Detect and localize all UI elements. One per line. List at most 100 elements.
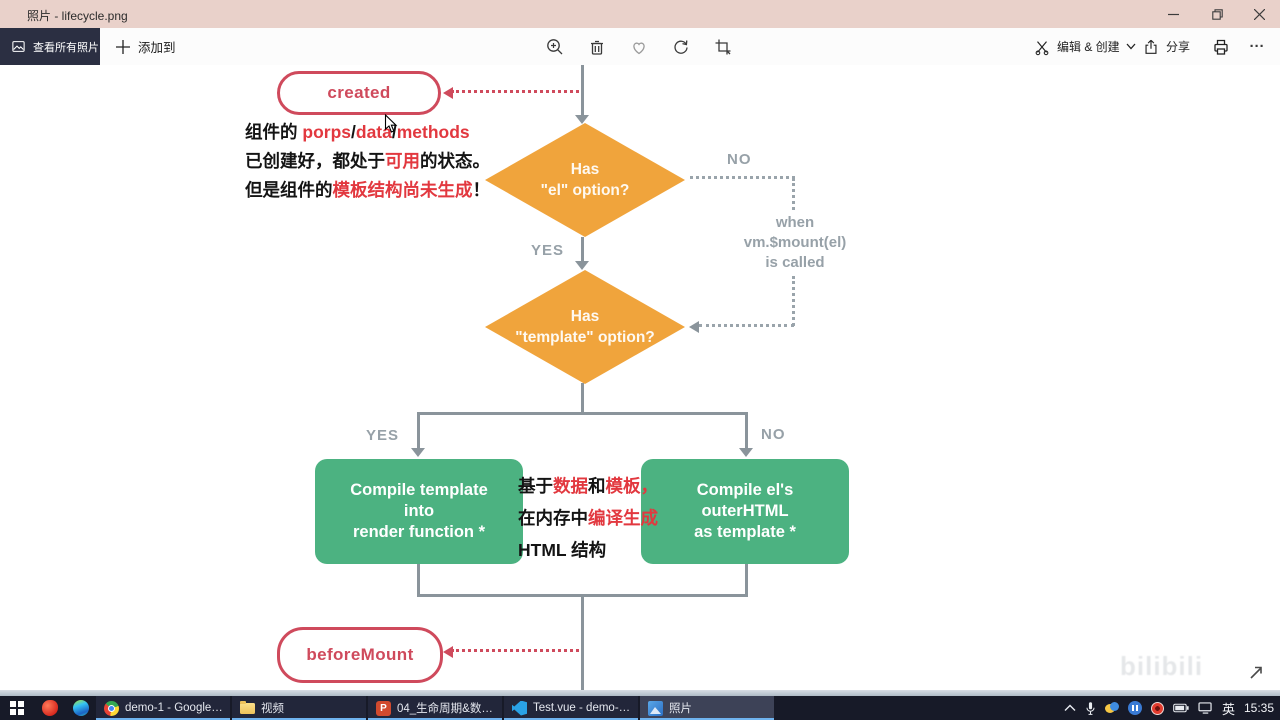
decision-line: Has (570, 161, 600, 178)
decision-line: "el" option? (540, 182, 630, 199)
zoom-button[interactable] (538, 28, 572, 65)
window-title: 照片 - lifecycle.png (27, 9, 128, 23)
expand-arrow-icon[interactable] (1246, 662, 1266, 682)
print-button[interactable] (1204, 28, 1238, 65)
close-icon (1253, 8, 1265, 20)
arrow-down-icon (411, 448, 425, 457)
process-line: as template * (694, 523, 796, 541)
running-indicator (368, 718, 502, 720)
process-compile-outerhtml: Compile el's outerHTML as template * (641, 459, 849, 564)
compile-annotation: 基于数据和模板， 在内存中编译生成 HTML 结构 (518, 470, 658, 566)
running-indicator (640, 718, 774, 720)
pinned-app-button-edge[interactable] (66, 696, 96, 720)
delete-button[interactable] (580, 28, 614, 65)
annotation-line: 在内存中编译生成 (518, 508, 658, 528)
annotation-line: 但是组件的模板结构尚未生成！ (245, 180, 490, 200)
running-indicator (96, 718, 230, 720)
arrow-down-icon (739, 448, 753, 457)
edit-create-icon (1035, 40, 1049, 55)
photos-app-icon (648, 700, 663, 716)
more-icon: ··· (1249, 38, 1265, 55)
view-all-photos-label: 查看所有照片 (33, 41, 99, 54)
flow-line (417, 412, 748, 415)
microphone-icon[interactable] (1085, 701, 1096, 716)
edge-browser-icon (73, 700, 89, 716)
favorite-button[interactable] (622, 28, 656, 65)
battery-icon[interactable] (1173, 703, 1189, 713)
node-created: created (277, 71, 441, 115)
process-line: into (403, 502, 435, 520)
dotted-line-red (451, 90, 579, 93)
vscode-icon (512, 700, 527, 716)
minimize-button[interactable] (1152, 0, 1194, 28)
pause-recorder-tray-icon[interactable] (1127, 701, 1142, 715)
when-line: vm.$mount(el) (743, 234, 847, 251)
close-button[interactable] (1238, 0, 1280, 28)
taskbar-app-explorer[interactable]: 视频 (232, 696, 366, 720)
mouse-cursor-icon (384, 114, 398, 133)
folder-icon (240, 700, 255, 714)
dotted-line-gray (792, 178, 795, 210)
dotted-line-gray (690, 176, 795, 179)
ime-indicator[interactable]: 英 (1221, 701, 1235, 717)
add-to-button[interactable]: 添加到 (108, 28, 184, 65)
taskbar-app-photos[interactable]: 照片 (640, 696, 774, 720)
decision-line: "template" option? (515, 329, 655, 346)
when-line: is called (765, 254, 825, 271)
taskbar-app-label: demo-1 - Google C... (125, 702, 224, 714)
tray-chevron-up-icon[interactable] (1064, 704, 1076, 712)
powerpoint-icon: P (376, 700, 391, 716)
arrow-down-icon (575, 261, 589, 270)
trash-icon (591, 40, 603, 55)
minimize-icon (1167, 13, 1179, 15)
process-line: Compile el's (696, 481, 794, 499)
rotate-icon (674, 39, 688, 54)
decision-has-template-option: Has "template" option? (485, 270, 685, 384)
crop-button[interactable] (706, 28, 740, 65)
process-line: render function * (352, 523, 485, 541)
arrow-down-icon (575, 115, 589, 124)
arrow-left-icon (443, 646, 453, 658)
record-tray-icon[interactable] (1150, 701, 1164, 715)
label-yes: YES (366, 427, 400, 444)
view-all-photos-button[interactable]: 查看所有照片 (0, 28, 100, 65)
process-line: outerHTML (701, 502, 789, 520)
when-mount-label: when vm.$mount(el) is called (720, 213, 870, 273)
network-display-icon[interactable] (1198, 702, 1213, 714)
flow-line (581, 237, 584, 262)
taskbar-app-label: Test.vue - demo-1 -... (533, 702, 632, 714)
when-line: when (775, 214, 815, 231)
share-button[interactable]: 分享 (1142, 28, 1190, 65)
chevron-down-icon (1126, 43, 1136, 50)
decision-has-el-option: Has "el" option? (485, 123, 685, 237)
restore-button[interactable] (1196, 0, 1238, 28)
taskbar-app-chrome[interactable]: demo-1 - Google C... (96, 696, 230, 720)
clock[interactable]: 15:35 (1243, 701, 1274, 715)
annotation-line: 已创建好，都处于可用的状态。 (245, 151, 490, 171)
edit-create-button[interactable]: 编辑 & 创建 (1033, 28, 1136, 65)
decision-line: Has (570, 308, 600, 325)
window-titlebar[interactable]: 照片 - lifecycle.png (0, 0, 1280, 28)
node-before-mount-label: beforeMount (306, 645, 414, 664)
node-before-mount: beforeMount (277, 627, 443, 683)
add-to-label: 添加到 (138, 41, 176, 55)
flow-line (581, 594, 584, 690)
created-annotation: 组件的 porps/data/methods 已创建好，都处于可用的状态。 但是… (245, 118, 490, 205)
start-button[interactable] (0, 696, 34, 720)
taskbar: demo-1 - Google C... 视频 P 04_生命周期&数据共...… (0, 696, 1280, 720)
rotate-button[interactable] (664, 28, 698, 65)
red-app-icon (42, 700, 58, 716)
taskbar-app-label: 视频 (261, 703, 284, 715)
running-indicator (504, 718, 638, 720)
dotted-line-gray (792, 276, 795, 326)
share-label: 分享 (1166, 40, 1191, 54)
share-icon (1145, 39, 1157, 54)
taskbar-app-vscode[interactable]: Test.vue - demo-1 -... (504, 696, 638, 720)
label-no: NO (761, 426, 786, 443)
more-button[interactable]: ··· (1240, 28, 1274, 65)
toolbar-center-icons (538, 28, 740, 65)
taskbar-app-powerpoint[interactable]: P 04_生命周期&数据共... (368, 696, 502, 720)
chat-app-tray-icon[interactable] (1104, 702, 1119, 714)
pinned-app-button-1[interactable] (34, 696, 66, 720)
system-tray: 英 15:35 (1064, 696, 1274, 720)
